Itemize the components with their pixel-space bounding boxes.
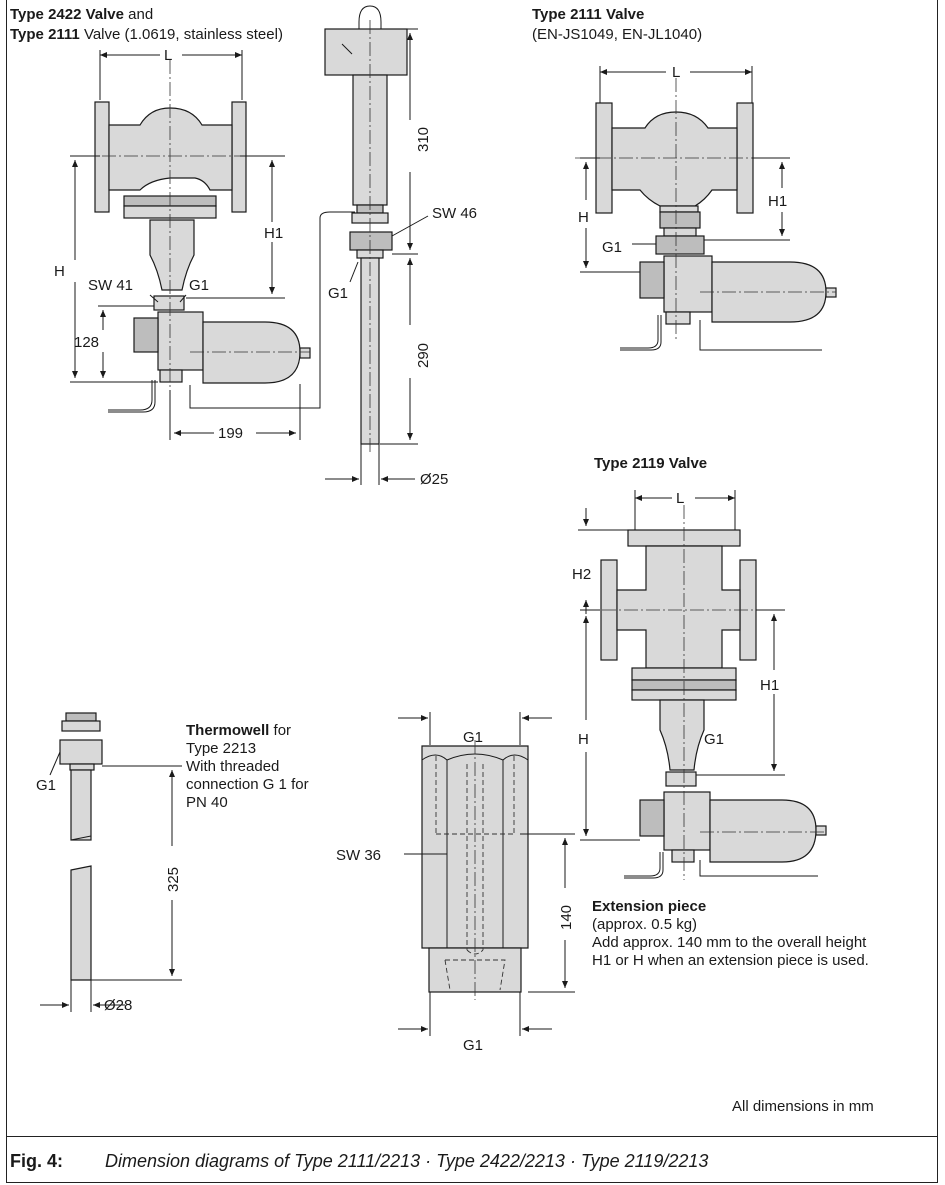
dim-325: 325 [165,867,182,892]
valve-2111-drawing [575,66,837,351]
dim-G1-thermowell: G1 [36,777,56,794]
nut-sw41 [153,295,185,311]
dim-128: 128 [74,334,99,351]
figure-caption: Fig. 4: Dimension diagrams of Type 2111/2… [10,1150,708,1172]
dim-G1-ext-bottom: G1 [463,1037,483,1054]
figure-label: Fig. 4: [10,1151,63,1171]
actuator-2119 [709,799,817,863]
dim-290: 290 [415,343,432,368]
valve-2422-drawing [70,50,355,440]
thermowell-caption: Thermowell for Type 2213 With threaded c… [186,722,309,811]
dim-H2-2119: H2 [572,566,591,583]
dim-H-2119: H [578,731,589,748]
dimensions-note: All dimensions in mm [732,1098,874,1115]
dim-L-left: L [164,47,172,64]
dim-140: 140 [558,905,575,930]
dim-L-2119: L [676,490,684,507]
caption-divider [6,1136,938,1137]
valve-body-2119 [616,545,741,669]
flange-left [94,101,110,213]
thermometer-head [324,28,408,76]
dim-L-2111: L [672,64,680,81]
dim-G1-ext-top: G1 [463,729,483,746]
dim-199: 199 [218,425,243,442]
valve-body [108,107,233,191]
title-valve-2111-ss: Type 2111 Valve (1.0619, stainless steel… [10,26,283,43]
dim-sw41: SW 41 [88,277,133,294]
title-valve-2111: Type 2111 Valve [532,6,645,23]
figure-caption-text: Dimension diagrams of Type 2111/2213 · T… [105,1151,709,1171]
temperature-sensor-drawing [324,5,429,485]
subtitle-valve-2111: (EN-JS1049, EN-JL1040) [532,26,703,43]
extension-caption: Extension piece (approx. 0.5 kg) Add app… [592,898,869,969]
title-valve-2422: Type 2422 Valve and [10,6,154,23]
dim-H1-2119: H1 [760,677,779,694]
flange-right [231,101,247,213]
figure-frame [6,0,938,1183]
title-valve-2119: Type 2119 Valve [594,455,708,472]
valve-2119-drawing [578,490,827,880]
extension-piece-drawing [398,712,575,1036]
dim-G1-left: G1 [189,277,209,294]
thermowell-hex [59,739,103,765]
dim-310: 310 [415,127,432,152]
nut-sw46 [349,231,393,251]
dim-d25: Ø25 [420,471,448,488]
dim-H1-left: H1 [264,225,283,242]
dim-G1-sensor: G1 [328,285,348,302]
thermowell-drawing [40,712,182,1012]
dim-d28: Ø28 [104,997,132,1014]
dim-H1-2111: H1 [768,193,787,210]
dim-sw36: SW 36 [336,847,381,864]
actuator-left [202,321,301,384]
dim-H-left: H [54,263,65,280]
dim-G1-2119: G1 [704,731,724,748]
dim-sw46: SW 46 [432,205,477,222]
valve-body-2111 [611,111,738,207]
dim-G1-2111: G1 [602,239,622,256]
dim-H-2111: H [578,209,589,226]
